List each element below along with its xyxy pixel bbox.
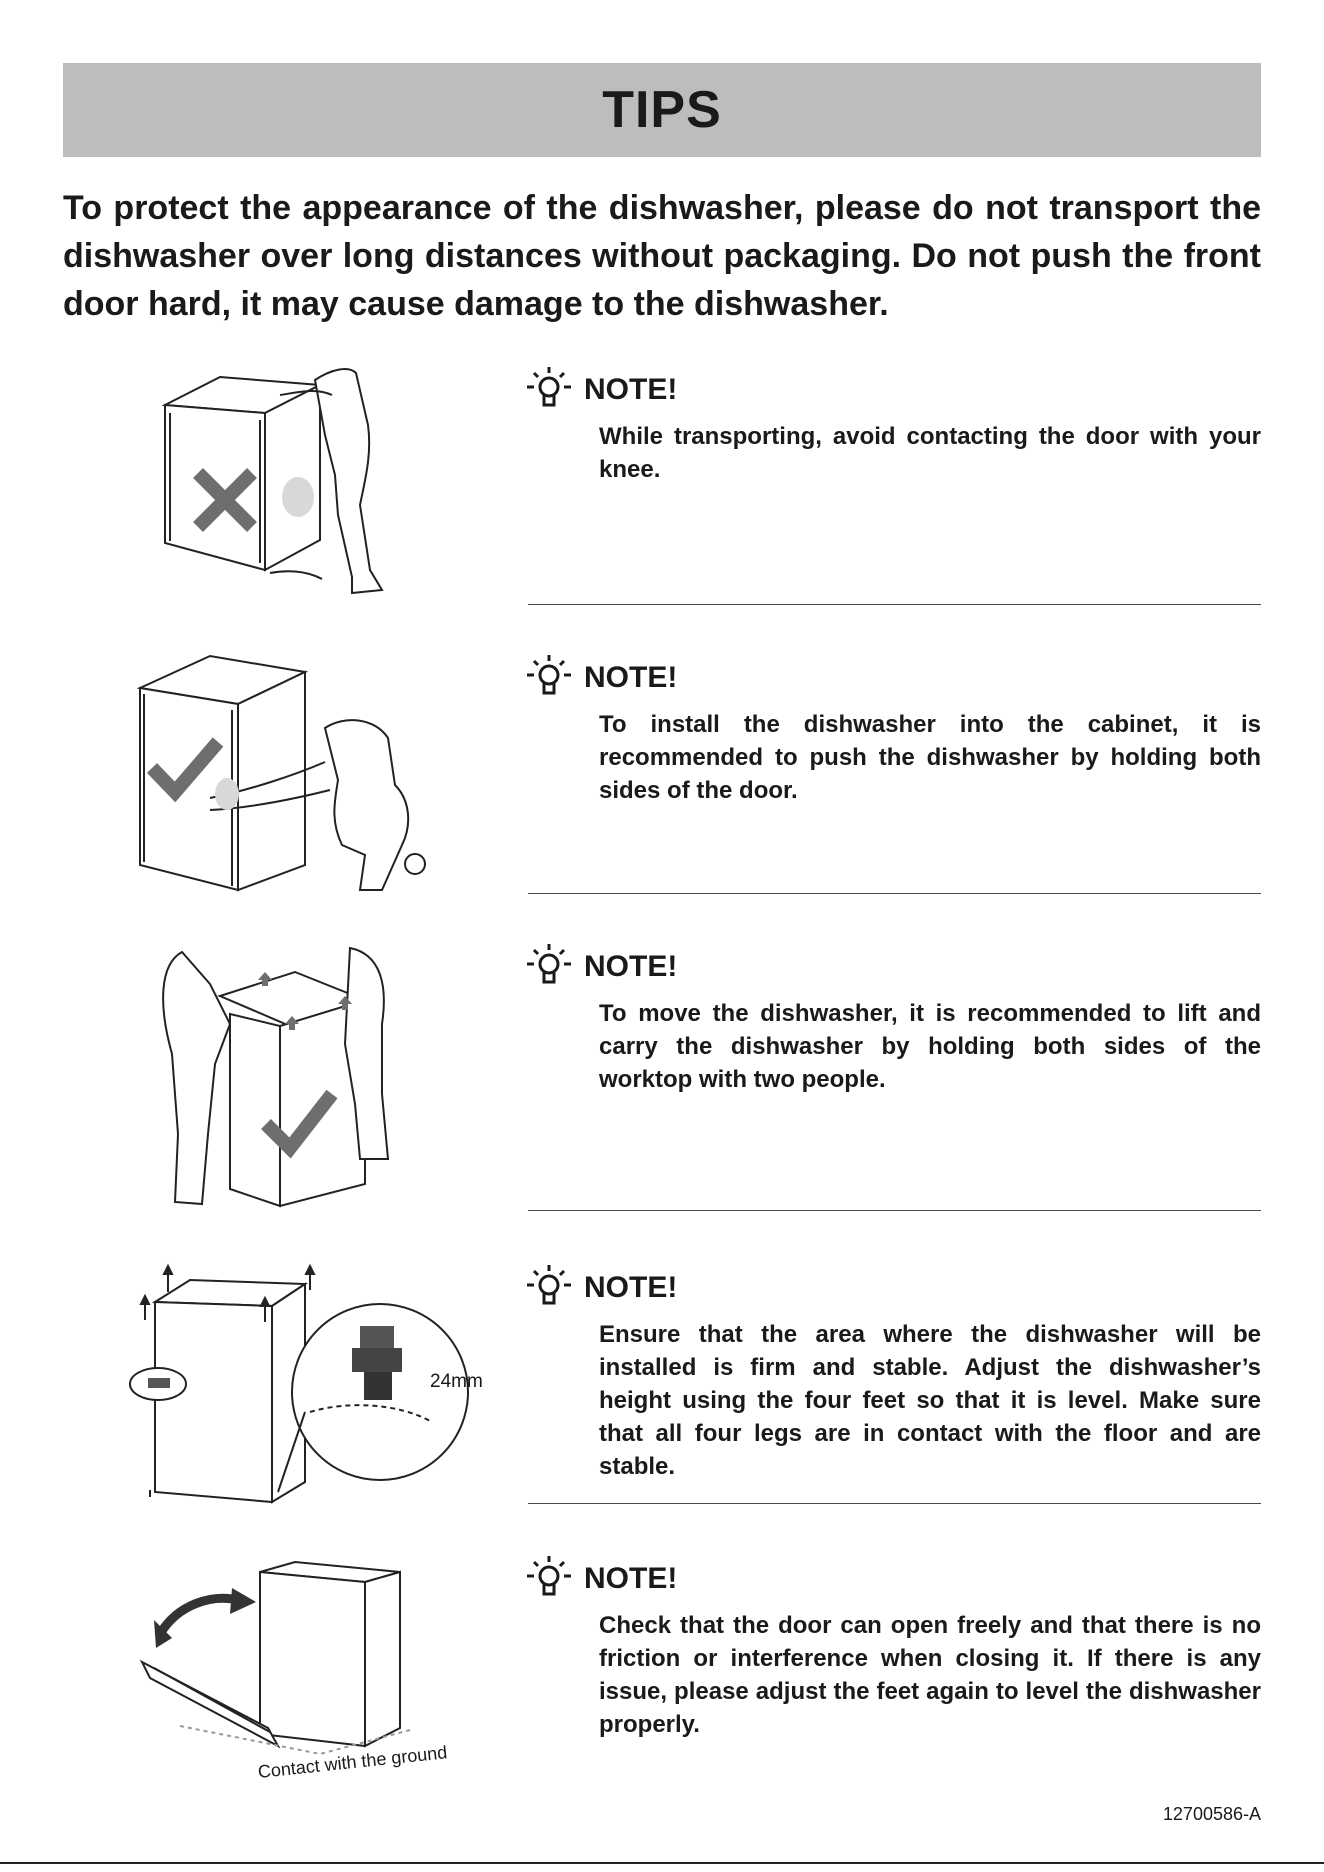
note-text: Ensure that the area where the dishwashe… — [599, 1321, 1261, 1480]
note-label: NOTE! — [584, 373, 678, 406]
lightbulb-icon — [524, 1263, 574, 1313]
lightbulb-icon — [524, 653, 574, 703]
note-text: While transporting, avoid contacting the… — [599, 423, 1261, 483]
note-3: NOTE! To move the dishwasher, it is reco… — [527, 943, 1261, 1096]
divider — [528, 1503, 1261, 1504]
document-code: 12700586-A — [1162, 1804, 1261, 1824]
note-label: NOTE! — [584, 1271, 678, 1304]
figure-two-person-lift — [120, 944, 510, 1214]
note-4: NOTE! Ensure that the area where the dis… — [527, 1264, 1261, 1483]
page-title: TIPS — [602, 81, 722, 139]
divider — [528, 604, 1261, 605]
divider — [528, 1210, 1261, 1211]
note-text: Check that the door can open freely and … — [599, 1612, 1261, 1738]
figure-door-open — [120, 1556, 510, 1786]
figure-level-feet — [120, 1262, 510, 1512]
note-label: NOTE! — [584, 950, 678, 983]
note-label: NOTE! — [584, 661, 678, 694]
note-5: NOTE! Check that the door can open freel… — [527, 1555, 1261, 1741]
lightbulb-icon — [524, 942, 574, 992]
note-text: To move the dishwasher, it is recommende… — [599, 1000, 1261, 1093]
measurement-label: 24mm — [430, 1371, 483, 1392]
title-bar: TIPS — [63, 63, 1261, 157]
divider — [528, 893, 1261, 894]
lightbulb-icon — [524, 365, 574, 415]
note-text: To install the dishwasher into the cabin… — [599, 711, 1261, 804]
note-1: NOTE! While transporting, avoid contacti… — [527, 366, 1261, 486]
bottom-border — [0, 1862, 1324, 1864]
note-label: NOTE! — [584, 1562, 678, 1595]
lightbulb-icon — [524, 1554, 574, 1604]
figure-push-into-cabinet — [120, 650, 510, 900]
figure-knee-transport — [120, 365, 510, 615]
note-2: NOTE! To install the dishwasher into the… — [527, 654, 1261, 807]
intro-paragraph: To protect the appearance of the dishwas… — [63, 189, 1261, 323]
